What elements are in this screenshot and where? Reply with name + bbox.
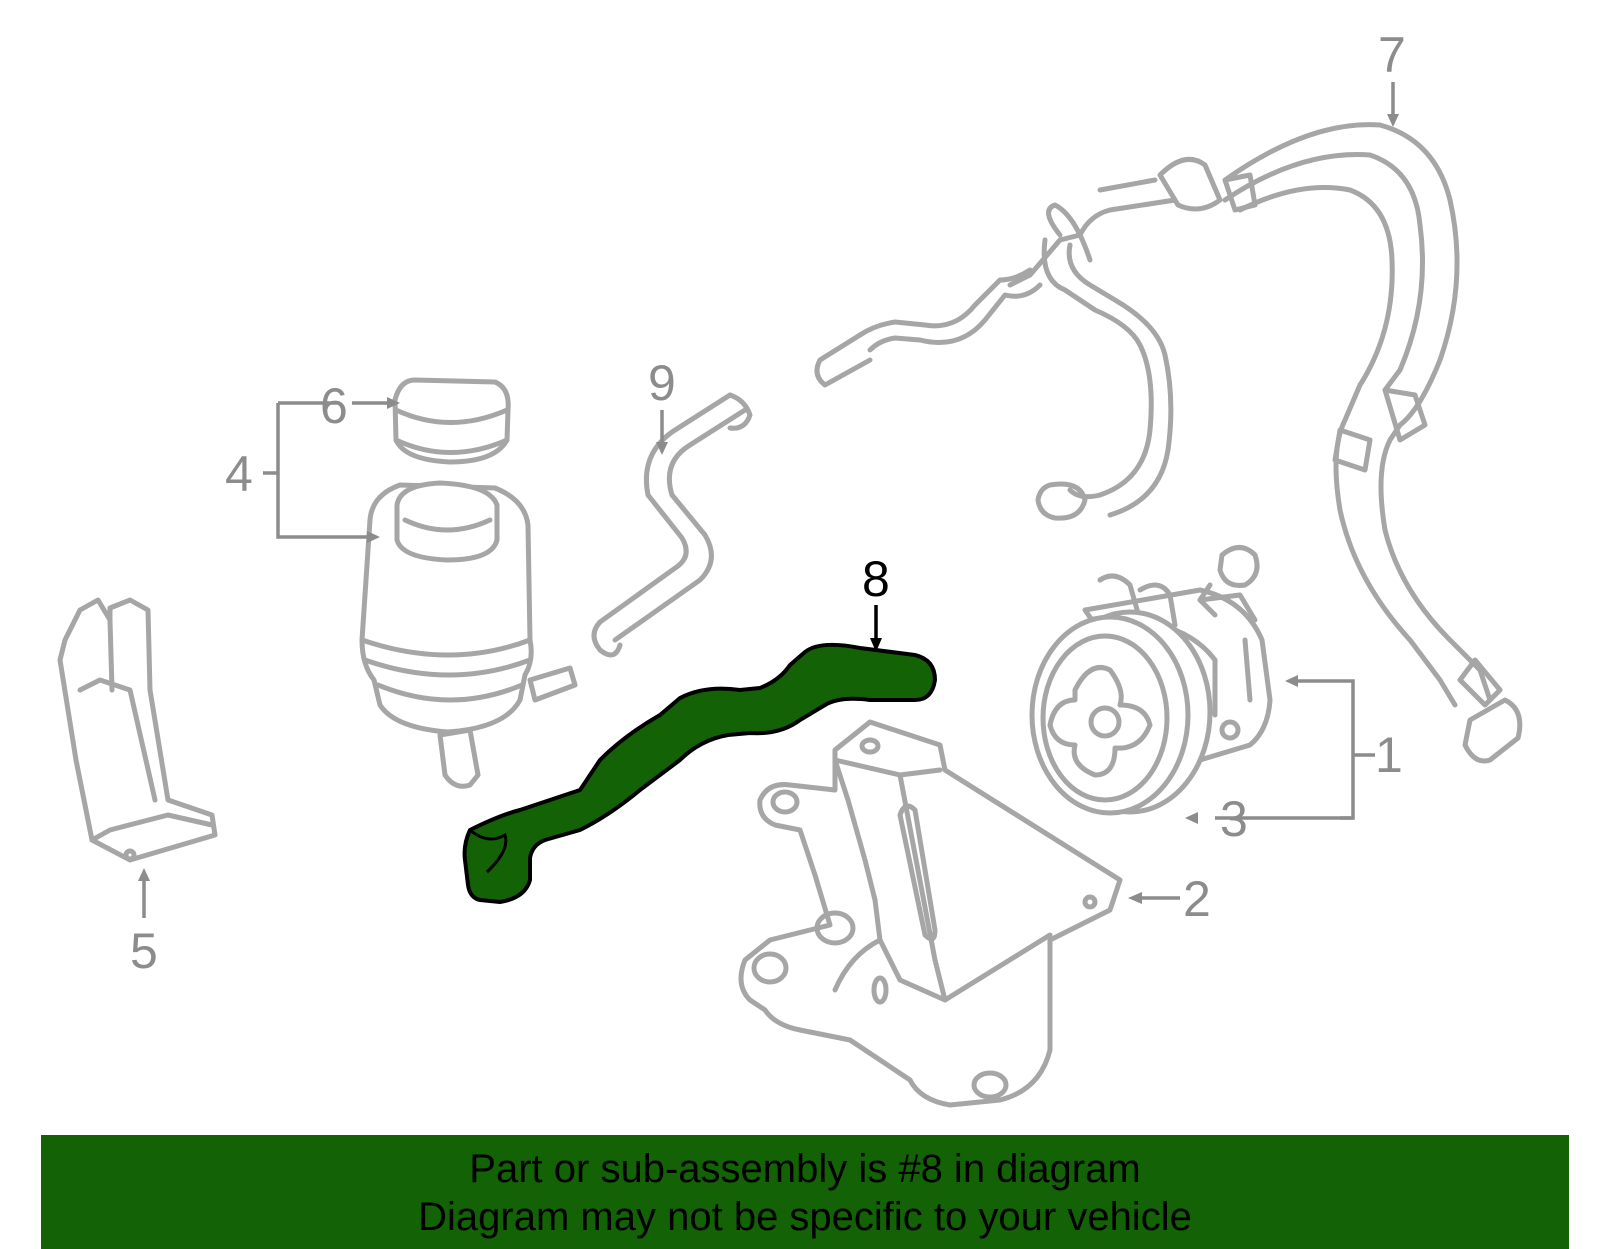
callout-3: 3 xyxy=(1220,791,1248,847)
part-2-mount-bracket[interactable] xyxy=(738,719,1123,1108)
banner-line-2: Diagram may not be specific to your vehi… xyxy=(418,1195,1192,1239)
callout-number: 2 xyxy=(1183,871,1211,927)
part-3-pulley[interactable] xyxy=(1029,609,1213,816)
callout-2: 2 xyxy=(1128,871,1211,927)
info-banner: Part or sub-assembly is #8 in diagram Di… xyxy=(41,1135,1569,1249)
part-9-hose[interactable] xyxy=(591,392,753,658)
part-7-pressure-hose[interactable] xyxy=(814,122,1523,764)
banner-line-1: Part or sub-assembly is #8 in diagram xyxy=(469,1147,1141,1191)
callout-4: 4 xyxy=(225,401,380,543)
callout-number: 5 xyxy=(130,923,158,979)
callout-number: 7 xyxy=(1378,27,1406,83)
part-5-bracket[interactable] xyxy=(57,597,218,863)
callout-7: 7 xyxy=(1378,27,1406,127)
callout-number: 4 xyxy=(225,446,253,502)
callout-number: 6 xyxy=(320,378,348,434)
callout-1: 1 xyxy=(1185,675,1403,824)
callout-number: 8 xyxy=(862,551,890,607)
callout-9: 9 xyxy=(648,355,676,455)
callout-number: 9 xyxy=(648,355,676,411)
callout-number: 3 xyxy=(1220,791,1248,847)
callout-8-highlighted: 8 xyxy=(862,551,890,652)
part-6-cap[interactable] xyxy=(392,377,511,465)
part-4-reservoir[interactable] xyxy=(359,480,578,789)
callout-6: 6 xyxy=(320,378,400,434)
callout-5: 5 xyxy=(130,868,158,979)
part-8-return-hose[interactable] xyxy=(462,642,937,904)
callout-number: 1 xyxy=(1375,727,1403,783)
